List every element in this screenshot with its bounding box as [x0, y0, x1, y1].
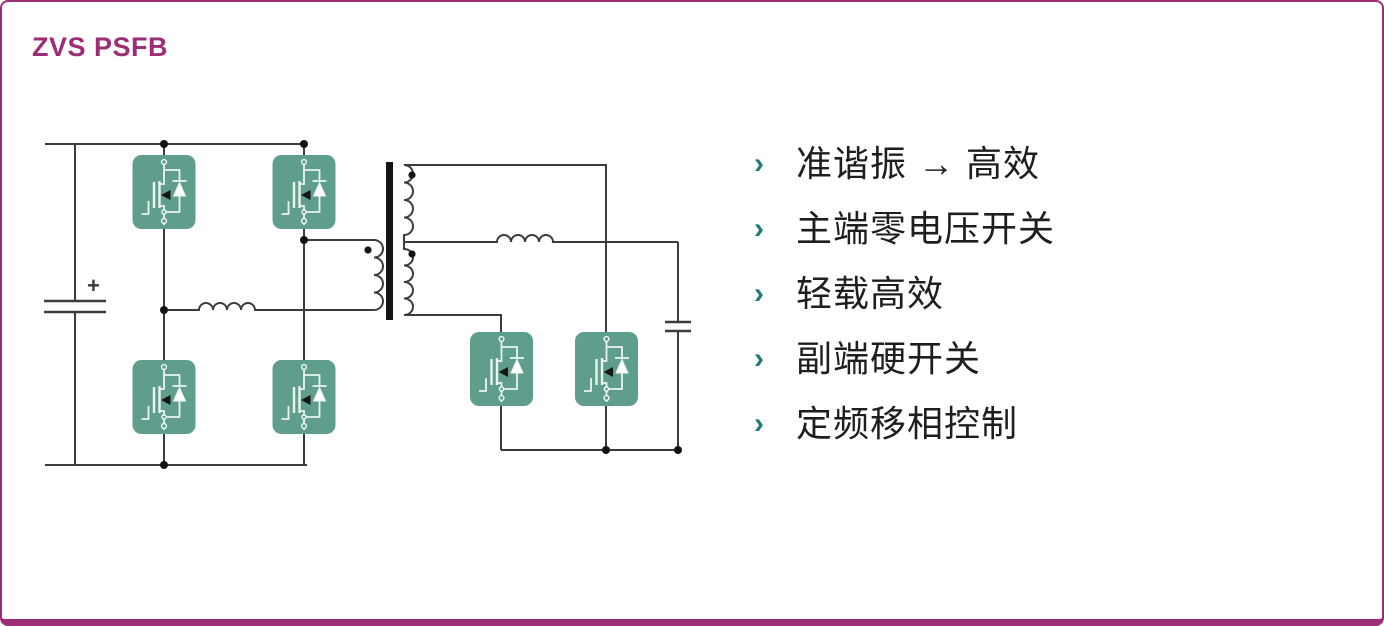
- output-inductor: [404, 234, 678, 243]
- bullet-item: › 轻载高效: [754, 272, 1055, 316]
- chevron-icon: ›: [754, 147, 764, 180]
- bullet-item: › 主端零电压开关: [754, 207, 1055, 251]
- secondary-top-dot: [408, 171, 416, 179]
- chevron-icon: ›: [754, 277, 764, 310]
- bullet-item: › 准谐振 → 高效: [754, 142, 1055, 186]
- page-title: ZVS PSFB: [32, 32, 169, 62]
- bullet-item: › 副端硬开关: [754, 337, 1055, 381]
- circuit-diagram: +: [44, 140, 691, 469]
- bullet-item: › 定频移相控制: [754, 402, 1055, 446]
- secondary-wiring: [404, 164, 679, 451]
- plus-label: +: [87, 273, 100, 298]
- primary-winding: [255, 239, 384, 311]
- bullet-text: 主端零电压开关: [796, 208, 1056, 249]
- output-capacitor: [665, 320, 691, 333]
- sync-rect-fet-2: [575, 332, 638, 406]
- bullet-list: › 准谐振 → 高效 › 主端零电压开关 › 轻载高效 › 副端硬开关 › 定频…: [754, 142, 1055, 446]
- sync-rect-fet-1: [470, 332, 533, 406]
- bullet-text: 轻载高效: [796, 273, 945, 314]
- bullet-text: 定频移相控制: [796, 403, 1019, 444]
- bullet-text: 副端硬开关: [796, 338, 982, 379]
- mosfet-q4: [272, 360, 336, 434]
- secondary-bottom-dot: [408, 250, 416, 258]
- primary-dot: [364, 246, 372, 254]
- secondary-winding: [403, 164, 414, 316]
- chevron-icon: ›: [754, 407, 764, 440]
- mosfet-q1: [132, 155, 196, 229]
- chevron-icon: ›: [754, 342, 764, 375]
- chevron-icon: ›: [754, 212, 764, 245]
- bullet-text: 准谐振 → 高效: [796, 143, 1041, 184]
- junction-nodes: [160, 140, 682, 469]
- mosfet-q3: [132, 360, 196, 434]
- mosfet-q2: [272, 155, 336, 229]
- input-capacitor: +: [44, 273, 106, 314]
- resonant-inductor: [164, 302, 374, 311]
- transformer-core: [386, 162, 393, 320]
